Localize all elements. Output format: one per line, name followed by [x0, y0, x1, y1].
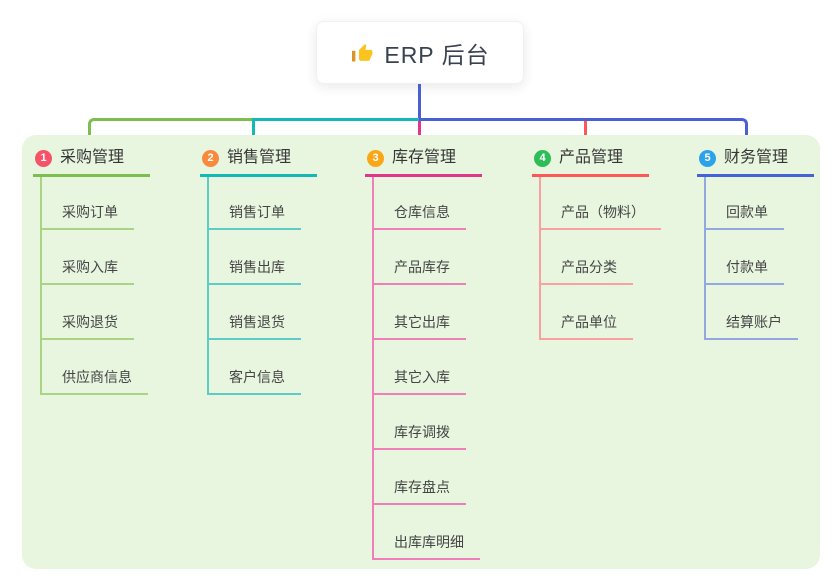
branch-item[interactable]: 采购退货 [42, 285, 134, 340]
branch-title: 财务管理 [724, 149, 789, 166]
branch-item-label: 销售退货 [229, 314, 285, 330]
branch-item-label: 回款单 [726, 204, 768, 220]
connector-branch-4 [584, 121, 587, 148]
branch-4: 4 产品管理 产品（物料） 产品分类产品单位 [532, 148, 661, 340]
branch-title: 产品管理 [559, 149, 624, 166]
branch-item[interactable]: 销售退货 [209, 285, 301, 340]
branch-item-label: 供应商信息 [62, 369, 132, 385]
branch-title: 库存管理 [392, 149, 457, 166]
branch-item-label: 其它入库 [394, 369, 450, 385]
branch-item[interactable]: 结算账户 [706, 285, 798, 340]
branch-title: 销售管理 [227, 149, 292, 166]
branch-item-label: 产品分类 [561, 259, 617, 275]
branch-item[interactable]: 库存盘点 [374, 450, 466, 505]
branch-header[interactable]: 3 库存管理 [365, 148, 482, 177]
branch-header[interactable]: 1 采购管理 [33, 148, 150, 177]
branch-items: 产品（物料） 产品分类产品单位 [539, 177, 661, 340]
branch-item[interactable]: 产品库存 [374, 230, 466, 285]
branch-number-badge: 2 [202, 149, 219, 167]
branch-item[interactable]: 库存调拨 [374, 395, 466, 450]
branch-item-label: 付款单 [726, 259, 768, 275]
branch-3: 3 库存管理 仓库信息产品库存其它出库其它入库库存调拨库存盘点出库库明细 [365, 148, 482, 560]
thumbs-up-icon [350, 41, 374, 65]
branch-item[interactable]: 采购入库 [42, 230, 134, 285]
connector-branch-5 [419, 118, 748, 148]
branch-number-badge: 3 [367, 149, 384, 167]
branch-item-label: 客户信息 [229, 369, 285, 385]
branch-item[interactable]: 回款单 [706, 177, 784, 230]
branch-header[interactable]: 2 销售管理 [200, 148, 317, 177]
branch-header[interactable]: 4 产品管理 [532, 148, 649, 177]
root-node[interactable]: ERP 后台 [316, 21, 524, 84]
branch-item-label: 库存盘点 [394, 479, 450, 495]
branch-item-label: 其它出库 [394, 314, 450, 330]
branch-item-label: 销售订单 [229, 204, 285, 220]
connector-branch-3 [418, 121, 421, 148]
branch-item[interactable]: 客户信息 [209, 340, 301, 395]
branch-item[interactable]: 出库库明细 [374, 505, 480, 560]
branch-item[interactable]: 供应商信息 [42, 340, 148, 395]
branch-item-label: 出库库明细 [394, 534, 464, 550]
branch-item-label: 采购入库 [62, 259, 118, 275]
branch-item[interactable]: 产品（物料） [541, 177, 661, 230]
branch-item-label: 产品库存 [394, 259, 450, 275]
branch-item[interactable]: 销售订单 [209, 177, 301, 230]
branches-panel: 1 采购管理 采购订单采购入库采购退货供应商信息 2 销售管理 销售订单销售出库… [22, 135, 820, 569]
branch-items: 采购订单采购入库采购退货供应商信息 [40, 177, 148, 395]
branch-item[interactable]: 产品单位 [541, 285, 633, 340]
branch-number-badge: 4 [534, 149, 551, 167]
branch-1: 1 采购管理 采购订单采购入库采购退货供应商信息 [33, 148, 150, 395]
branch-items: 仓库信息产品库存其它出库其它入库库存调拨库存盘点出库库明细 [372, 177, 480, 560]
branch-header[interactable]: 5 财务管理 [697, 148, 814, 177]
branch-item[interactable]: 其它入库 [374, 340, 466, 395]
branch-item-label: 仓库信息 [394, 204, 450, 220]
branch-5: 5 财务管理 回款单付款单结算账户 [697, 148, 814, 340]
branch-number-badge: 1 [35, 149, 52, 167]
branch-item[interactable]: 其它出库 [374, 285, 466, 340]
connector-branch-2 [252, 118, 419, 148]
branch-item[interactable]: 付款单 [706, 230, 784, 285]
branch-item[interactable]: 仓库信息 [374, 177, 466, 230]
root-title: ERP 后台 [384, 41, 490, 68]
branch-item-label: 产品单位 [561, 314, 617, 330]
branch-item-label: 采购退货 [62, 314, 118, 330]
branch-item[interactable]: 销售出库 [209, 230, 301, 285]
branch-title: 采购管理 [60, 149, 125, 166]
branch-item-label: 库存调拨 [394, 424, 450, 440]
branch-item[interactable]: 产品分类 [541, 230, 633, 285]
branch-item-label: 结算账户 [726, 314, 782, 330]
branch-item-label: 产品（物料） [561, 204, 645, 220]
branch-items: 销售订单销售出库销售退货客户信息 [207, 177, 301, 395]
branch-item-label: 采购订单 [62, 204, 118, 220]
branch-2: 2 销售管理 销售订单销售出库销售退货客户信息 [200, 148, 317, 395]
branch-number-badge: 5 [699, 149, 716, 167]
branch-item-label: 销售出库 [229, 259, 285, 275]
branch-items: 回款单付款单结算账户 [704, 177, 798, 340]
connector-branch-1 [88, 118, 252, 148]
branch-item[interactable]: 采购订单 [42, 177, 134, 230]
root-connector-line [418, 84, 421, 118]
